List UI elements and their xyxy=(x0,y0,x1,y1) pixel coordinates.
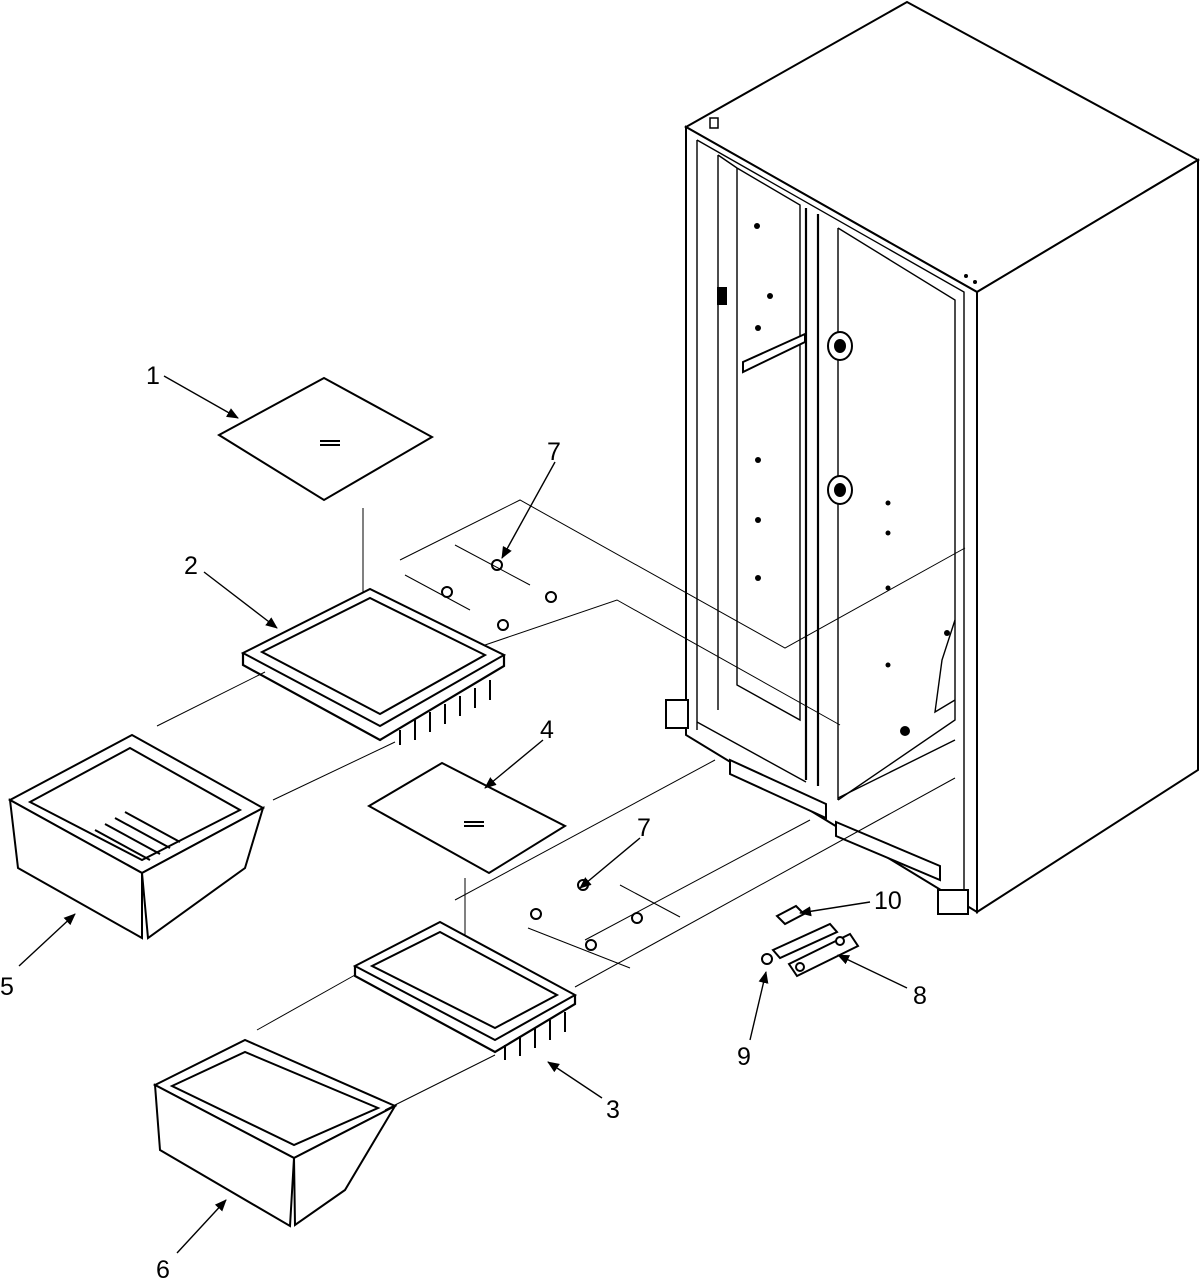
callout-9: 9 xyxy=(737,1043,751,1071)
refrigerator-cabinet xyxy=(665,0,1200,915)
callout-4: 4 xyxy=(540,716,554,744)
shelf-frame-upper xyxy=(240,587,507,745)
callout-2: 2 xyxy=(184,552,198,580)
shelf-frame-lower xyxy=(352,920,578,1060)
callout-5: 5 xyxy=(0,973,14,1001)
callout-labels: 1 2 3 4 5 6 7 7 8 9 10 xyxy=(0,362,927,1281)
callout-arrows xyxy=(18,375,908,1254)
crisper-drawer-lower xyxy=(152,1038,398,1228)
callout-6: 6 xyxy=(156,1256,170,1281)
callout-7-lower: 7 xyxy=(637,814,651,842)
callout-10: 10 xyxy=(874,887,902,915)
callout-8: 8 xyxy=(913,982,927,1010)
assembly-lines xyxy=(156,499,966,1111)
crisper-drawer-upper xyxy=(7,733,266,940)
screw-group-upper xyxy=(441,559,557,631)
callout-1: 1 xyxy=(146,362,160,390)
glass-shelf-upper xyxy=(217,376,435,502)
callout-7-upper: 7 xyxy=(547,438,561,466)
callout-3: 3 xyxy=(606,1096,620,1124)
hinge-parts xyxy=(761,904,860,978)
glass-shelf-lower xyxy=(366,761,568,875)
